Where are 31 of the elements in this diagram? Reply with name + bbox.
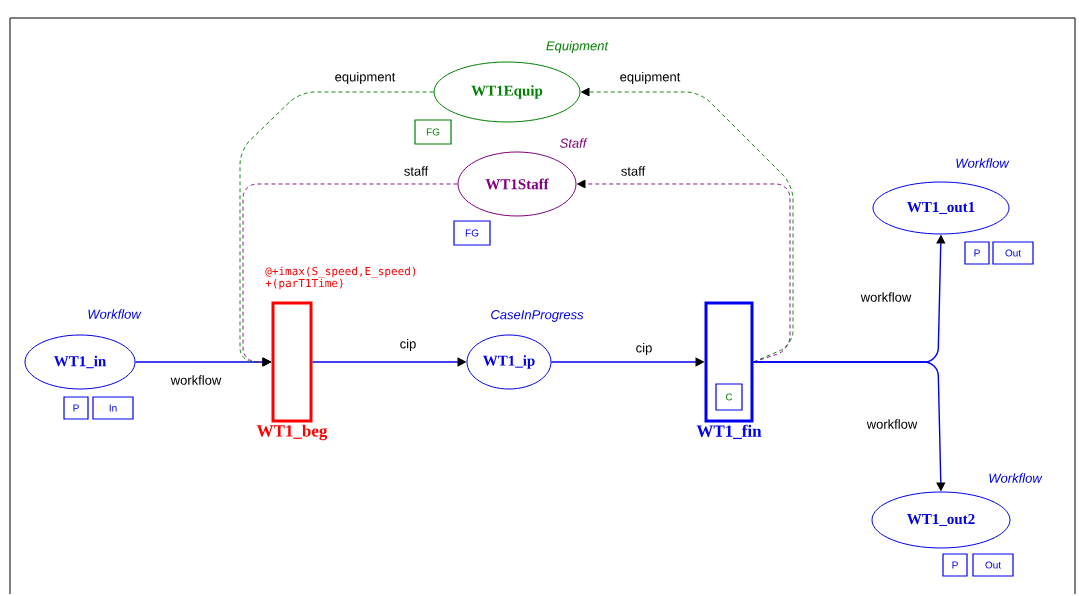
edge-label: workflow: [859, 291, 913, 303]
tag-box: P: [964, 241, 990, 265]
edge-label: cip: [634, 341, 654, 357]
arrow: [242, 183, 458, 367]
type-label: Workflow: [989, 473, 1043, 483]
edge-label: staff: [402, 165, 430, 177]
edge-label: workflow: [865, 418, 919, 430]
type-label: Staff: [560, 138, 588, 148]
time-inscription: @+imax(S_speed,E_speed) +(parT1Time): [265, 266, 416, 290]
node-label: WT1_fin: [696, 424, 762, 440]
tag-box: P: [63, 396, 89, 420]
node-label: WT1_beg: [256, 424, 328, 441]
type-label: Equipment: [546, 40, 609, 54]
edge-label: equipment: [618, 70, 682, 86]
type-label: Workflow: [88, 309, 142, 319]
tag-box: FG: [414, 119, 452, 145]
arrow: [577, 179, 791, 363]
tag-box: Out: [992, 241, 1034, 265]
type-label: Workflow: [956, 158, 1010, 168]
arrow: [581, 87, 794, 363]
type-label: CaseInProgress: [491, 310, 584, 322]
tag-box: Out: [972, 553, 1014, 577]
edge-label: workflow: [169, 374, 223, 386]
transition-box: WT1_beg: [256, 301, 328, 441]
tag-box: In: [92, 396, 134, 420]
edge-label: equipment: [333, 70, 397, 86]
tag-box: FG: [453, 220, 491, 246]
tag-box: C: [715, 383, 743, 411]
edge-label: cip: [398, 337, 418, 353]
tag-box: P: [942, 553, 968, 577]
edge-label: staff: [619, 165, 647, 177]
